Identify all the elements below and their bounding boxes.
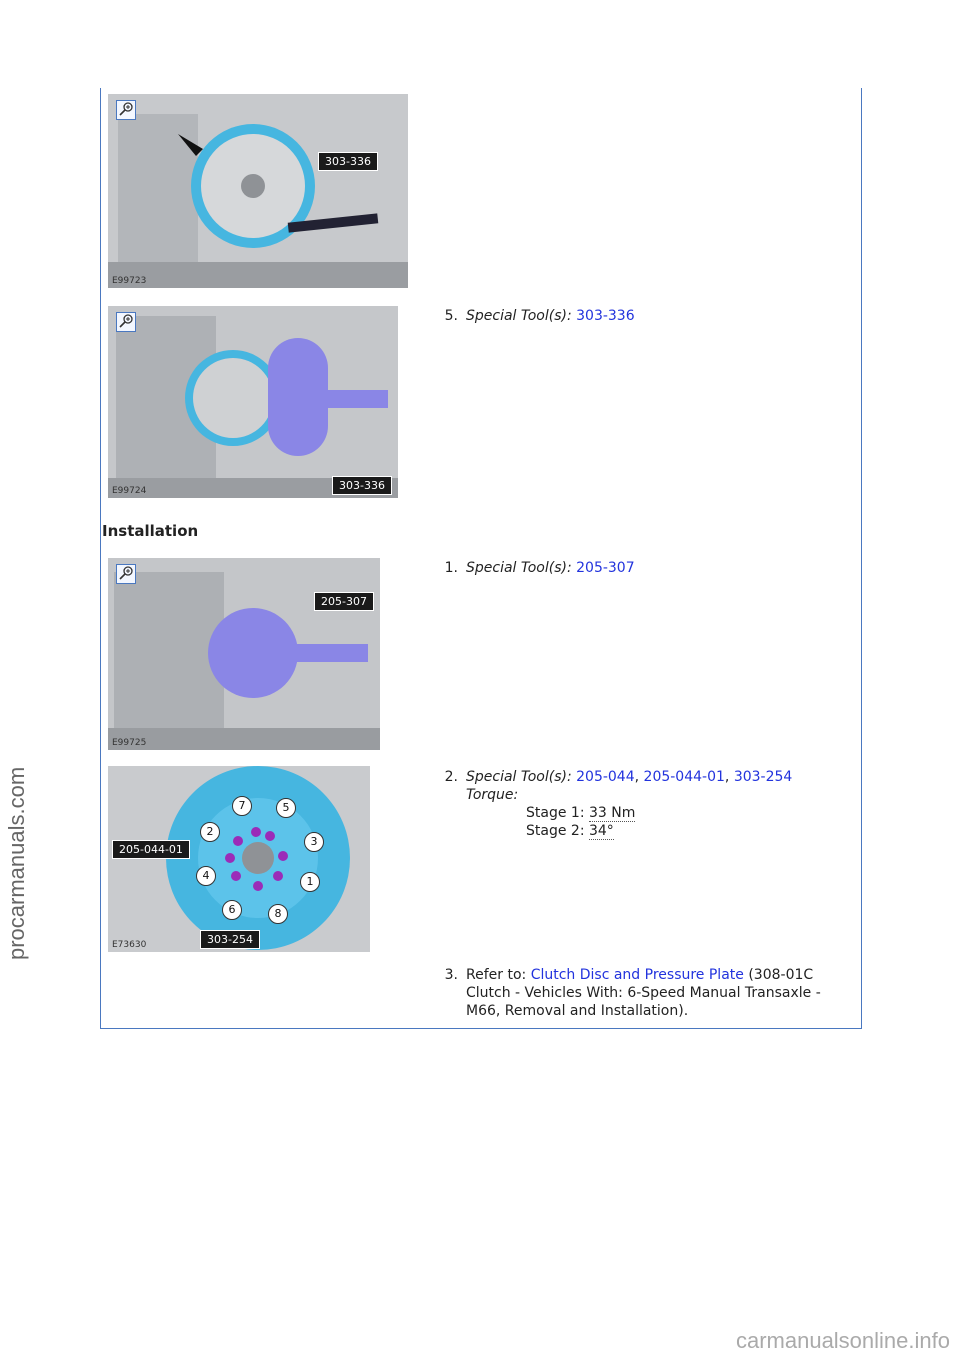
figure-e99723: 303-336 E99723 <box>108 94 408 288</box>
sequence-number: 2 <box>200 822 220 842</box>
sequence-number: 3 <box>304 832 324 852</box>
callout-label: 205-307 <box>314 592 374 611</box>
stage-label: Stage 1: <box>526 805 585 821</box>
tool-label: Special Tool(s): <box>466 308 572 324</box>
torque-stage-1: Stage 1: 33 Nm <box>526 804 850 822</box>
figure-code: E99725 <box>112 738 147 748</box>
tool-link[interactable]: 205-044-01 <box>643 769 725 785</box>
tool-label: Special Tool(s): <box>466 560 572 576</box>
sequence-number: 1 <box>300 872 320 892</box>
step-number: 3. <box>444 967 458 983</box>
sequence-number: 7 <box>232 796 252 816</box>
sequence-number: 8 <box>268 904 288 924</box>
pulley-illustration <box>108 766 370 952</box>
install-step-3: 3. Refer to: Clutch Disc and Pressure Pl… <box>430 966 850 1020</box>
torque-stage-2: Stage 2: 34° <box>526 822 850 840</box>
zoom-icon[interactable] <box>116 312 136 332</box>
engine-illustration <box>108 558 380 750</box>
tool-link[interactable]: 205-044 <box>576 769 635 785</box>
stage-value: 33 Nm <box>588 805 636 822</box>
step-number: 1. <box>444 560 458 576</box>
tool-link[interactable]: 303-336 <box>576 308 635 324</box>
install-step-1: 1. Special Tool(s): 205-307 <box>430 559 850 577</box>
torque-label: Torque: <box>466 787 519 803</box>
callout-label: 303-254 <box>200 930 260 949</box>
procedure-link[interactable]: Clutch Disc and Pressure Plate <box>530 967 744 983</box>
stage-label: Stage 2: <box>526 823 585 839</box>
tool-label: Special Tool(s): <box>466 769 572 785</box>
removal-step-5: 5. Special Tool(s): 303-336 <box>430 307 850 325</box>
sequence-number: 5 <box>276 798 296 818</box>
zoom-icon[interactable] <box>116 564 136 584</box>
figure-e73630: 7 5 2 3 4 1 6 8 205-044-01 303-254 E7363… <box>108 766 370 952</box>
step-text: Refer to: Clutch Disc and Pressure Plate… <box>466 966 846 1020</box>
stage-value: 34° <box>588 823 614 840</box>
sequence-number: 6 <box>222 900 242 920</box>
sequence-number: 4 <box>196 866 216 886</box>
callout-label: 303-336 <box>332 476 392 495</box>
figure-e99725: 205-307 E99725 <box>108 558 380 750</box>
install-step-2: 2.Special Tool(s): 205-044, 205-044-01, … <box>430 768 850 840</box>
engine-illustration <box>108 306 398 498</box>
step-number: 5. <box>444 308 458 324</box>
figure-code: E99723 <box>112 276 147 286</box>
callout-label: 205-044-01 <box>112 840 190 859</box>
callout-label: 303-336 <box>318 152 378 171</box>
figure-e99724: 303-336 E99724 <box>108 306 398 498</box>
step-number: 2. <box>444 769 458 785</box>
section-heading: Installation <box>102 522 199 540</box>
refer-details: (308-01C Clutch - Vehicles With: 6-Speed… <box>466 967 821 1019</box>
side-watermark: procarmanuals.com <box>4 766 29 960</box>
figure-code: E73630 <box>112 940 147 950</box>
zoom-icon[interactable] <box>116 100 136 120</box>
engine-illustration <box>108 94 408 288</box>
refer-label: Refer to: <box>466 967 527 983</box>
tool-link[interactable]: 205-307 <box>576 560 635 576</box>
tool-link[interactable]: 303-254 <box>733 769 793 785</box>
figure-code: E99724 <box>112 486 147 496</box>
content-frame <box>100 88 862 1029</box>
footer-watermark: carmanualsonline.info <box>735 1328 950 1353</box>
